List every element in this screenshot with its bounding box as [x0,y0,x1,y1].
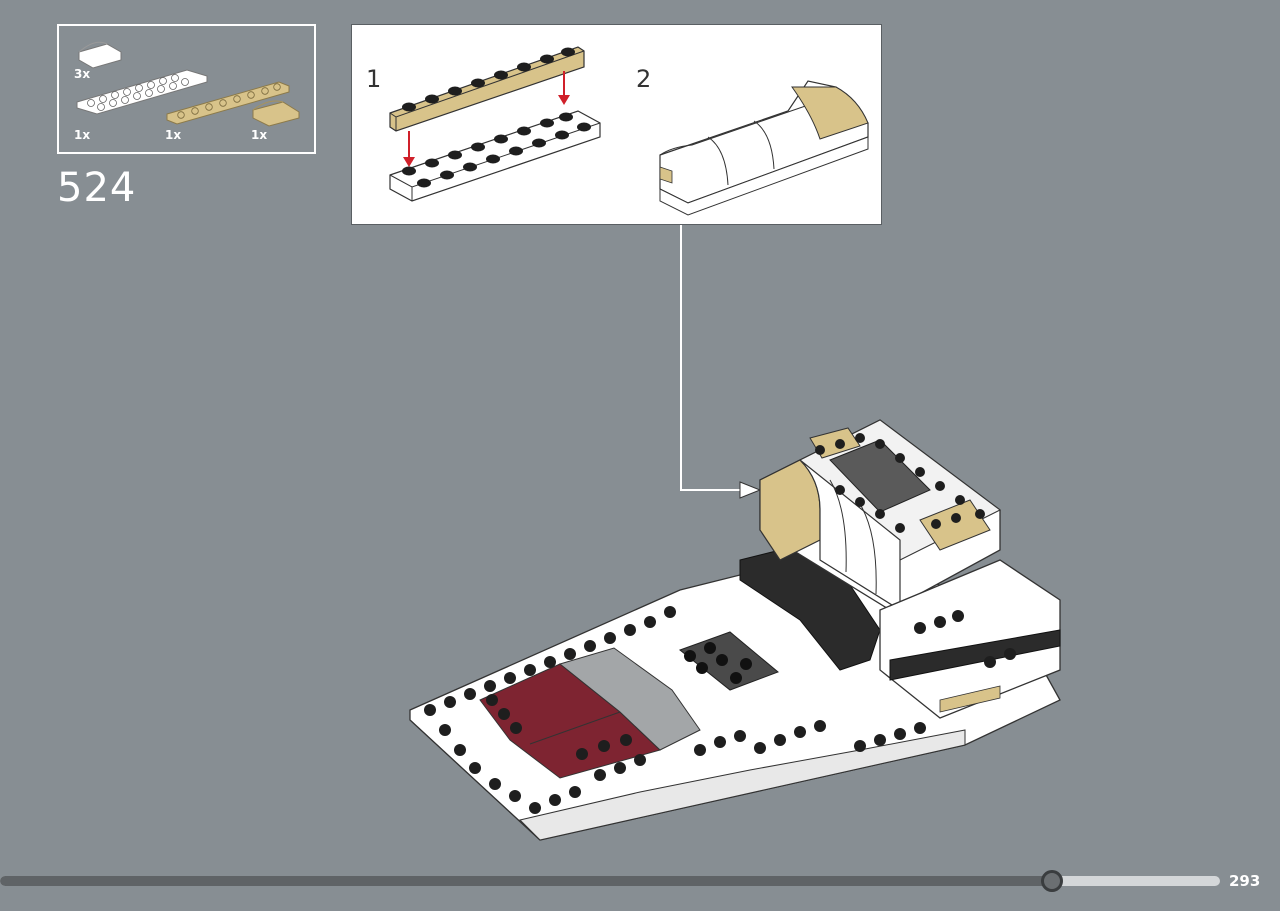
stud-row [424,606,926,814]
tan-plate-1x8-icon [166,81,290,125]
model-illustration [409,419,1061,841]
progress-bar-fill [0,876,1052,886]
sub-step-number-2: 2 [636,65,652,93]
parts-list-box: 3x 1x 1x 1x [57,24,316,154]
sub-step-number-1: 1 [366,65,382,93]
white-plate-2x8-icon [389,110,601,202]
qty-tan-curved-slope: 1x [251,128,268,142]
tan-plate-1x8-icon [389,46,585,132]
progress-bar-handle[interactable] [1041,870,1063,892]
white-plate-2x8-icon [76,69,208,115]
tan-curved-slope-icon [252,100,300,127]
red-arrow-icon [403,71,570,167]
parts-list-illustration [76,41,300,127]
qty-white-plate: 1x [74,128,91,142]
step-number: 524 [57,165,137,211]
qty-white-curved-slope: 3x [74,67,91,81]
page-number: 293 [1229,872,1261,890]
qty-tan-plate: 1x [165,128,182,142]
curved-slope-assembly-icon [659,80,869,216]
sub-assembly-illustration [389,46,869,216]
sub-assembly-callout: 1 2 [351,24,882,225]
white-curved-slope-icon [78,41,122,69]
progress-bar-track[interactable] [0,876,1220,886]
